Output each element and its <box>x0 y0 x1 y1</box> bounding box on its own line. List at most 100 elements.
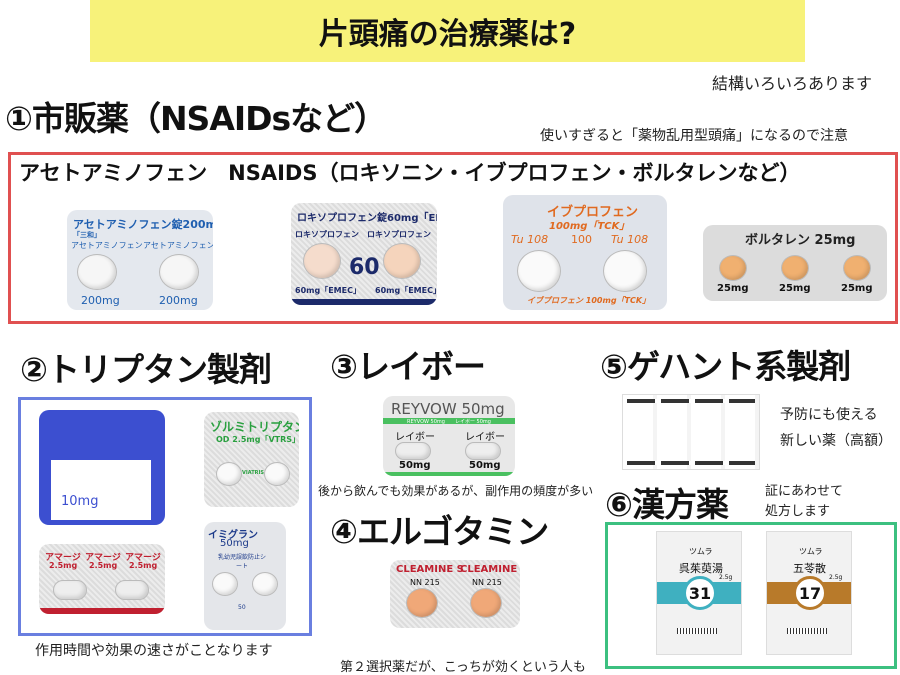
package-label: 50mg <box>469 460 501 471</box>
section1-warning: 使いすぎると「薬物乱用型頭痛」になるので注意 <box>540 128 848 144</box>
package-label: 五苓散 <box>793 562 826 575</box>
package-label: アセトアミノフェン <box>143 241 213 250</box>
package-label: ゾルミトリプタン <box>210 420 299 434</box>
pill <box>159 254 199 290</box>
cleamine-package: CLEAMINE S CLEAMINE S NN 215 NN 215 <box>390 560 520 628</box>
section2-note: 作用時間や効果の速さがことなります <box>35 643 273 659</box>
pill <box>252 572 278 596</box>
section4-heading: ④エルゴタミン <box>330 512 549 551</box>
section2-heading: ②トリプタン製剤 <box>20 350 272 389</box>
section3-heading: ③レイボー <box>330 347 486 386</box>
amerge-package: アマージ アマージ アマージ 2.5mg 2.5mg 2.5mg <box>39 544 165 614</box>
pill <box>395 442 431 460</box>
goreisan-package: ツムラ 五苓散 2.5g 17 <box>766 531 852 655</box>
package-label: 200mg <box>81 294 120 307</box>
package-label: NN 215 <box>410 578 440 587</box>
section6-note-line1: 証にあわせて <box>765 484 844 499</box>
package-label: ボルタレン 25mg <box>745 233 856 248</box>
package-label: 呉茱萸湯 <box>679 562 723 575</box>
package-label: Tu 108 <box>511 233 549 246</box>
package-label: 50mg <box>220 538 249 549</box>
package-label: 50 <box>238 604 246 611</box>
otc-box: アセトアミノフェン NSAIDS（ロキソニン・イブプロフェン・ボルタレンなど） … <box>8 152 898 324</box>
package-label: REYVOW 50mg レイボー 50mg <box>383 418 515 425</box>
section5-note-line2: 新しい薬（高額） <box>780 433 892 449</box>
section6-note-line2: 処方します <box>765 504 831 519</box>
goshuyuto-package: ツムラ 呉茱萸湯 2.5g 31 <box>656 531 742 655</box>
package-label: イブプロフェン 100mg「TCK」 <box>527 296 651 305</box>
imigran-package: イミグラン 50mg 乳幼児誤飲防止シート 50 <box>204 522 286 630</box>
pill <box>264 462 290 486</box>
package-label: ツムラ <box>799 547 823 556</box>
pill <box>781 255 809 281</box>
acetaminophen-package: アセトアミノフェン錠200mg 「三和」 アセトアミノフェン アセトアミノフェン… <box>67 210 213 310</box>
pill <box>465 442 501 460</box>
section5-note-line1: 予防にも使える <box>780 407 878 423</box>
reyvow-package: REYVOW 50mg REYVOW 50mg レイボー 50mg レイボー レ… <box>383 396 515 476</box>
section5-heading: ⑤ゲハント系製剤 <box>600 347 851 386</box>
package-label: 2.5g <box>719 574 733 581</box>
maxalt-package: 10mg <box>39 410 165 525</box>
section1-heading: ①市販薬（NSAIDsなど） <box>5 99 387 138</box>
pill <box>216 462 242 486</box>
triptan-box: 10mg ゾルミトリプタン OD 2.5mg「VTRS」 VIATRIS アマー… <box>18 397 312 636</box>
package-label: REYVOW 50mg <box>391 400 505 418</box>
package-label: ロキソプロフェン <box>367 230 431 239</box>
section1-subheading: アセトアミノフェン NSAIDS（ロキソニン・イブプロフェン・ボルタレンなど） <box>19 161 801 185</box>
pill <box>719 255 747 281</box>
package-label: 2.5mg <box>89 561 118 570</box>
subnote: 結構いろいろあります <box>712 74 873 93</box>
pill <box>603 250 647 292</box>
package-label: 25mg <box>779 283 811 294</box>
package-label: 2.5mg <box>49 561 78 570</box>
package-label: ロキソプロフェン <box>295 230 359 239</box>
package-label: レイボー <box>395 432 435 443</box>
package-label: イミグラン <box>208 530 258 541</box>
pill <box>843 255 871 281</box>
pill <box>53 580 87 600</box>
package-label: VIATRIS <box>242 470 264 476</box>
package-label: CLEAMINE S <box>396 564 464 575</box>
section3-note: 後から飲んでも効果があるが、副作用の頻度が多い <box>318 484 594 498</box>
package-label: OD 2.5mg「VTRS」 <box>216 435 299 444</box>
barcode <box>677 628 717 634</box>
package-label: Tu 108 <box>611 233 649 246</box>
package-label: 10mg <box>61 494 99 509</box>
zolmitriptan-package: ゾルミトリプタン OD 2.5mg「VTRS」 VIATRIS <box>204 412 299 507</box>
package-label: CLEAMINE S <box>460 564 520 575</box>
package-label: 乳幼児誤飲防止シート <box>218 554 267 570</box>
section4-note: 第２選択薬だが、こっちが効くという人も <box>340 660 586 675</box>
pill <box>303 243 341 279</box>
package-label: レイボー <box>465 432 505 443</box>
section6-heading: ⑥漢方薬 <box>605 485 729 524</box>
pill <box>77 254 117 290</box>
package-label: 「三和」 <box>73 231 101 239</box>
package-label: NN 215 <box>472 578 502 587</box>
package-label: 25mg <box>841 283 873 294</box>
package-label: アマージ <box>125 553 161 563</box>
pill <box>470 588 502 618</box>
voltaren-package: ボルタレン 25mg 25mg 25mg 25mg <box>703 225 887 301</box>
package-label: アセトアミノフェン錠200mg <box>73 218 213 231</box>
package-label: 100 <box>571 233 592 246</box>
pill <box>383 243 421 279</box>
package-label: アマージ <box>45 553 81 563</box>
pill <box>115 580 149 600</box>
barcode <box>787 628 827 634</box>
package-label: 25mg <box>717 283 749 294</box>
page-title: 片頭痛の治療薬は? <box>318 17 577 52</box>
package-label: 50mg <box>399 460 431 471</box>
package-label: アセトアミノフェン <box>71 241 143 250</box>
package-label: 60mg「EMEC」 <box>375 286 437 295</box>
package-label: ツムラ <box>689 547 713 556</box>
package-label: 60 <box>349 255 380 280</box>
pill <box>406 588 438 618</box>
loxoprofen-package: ロキソプロフェン錠60mg「EMEC」 ロキソプロフェン ロキソプロフェン 60… <box>291 203 437 305</box>
package-label: イブプロフェン <box>547 205 639 220</box>
ibuprofen-package: イブプロフェン 100mg「TCK」 Tu 108 100 Tu 108 イブプ… <box>503 195 667 310</box>
package-label: ロキソプロフェン錠60mg「EMEC」 <box>297 213 437 224</box>
package-label: 200mg <box>159 294 198 307</box>
package-label: 2.5g <box>829 574 843 581</box>
pill <box>517 250 561 292</box>
package-label: 100mg「TCK」 <box>549 221 630 232</box>
